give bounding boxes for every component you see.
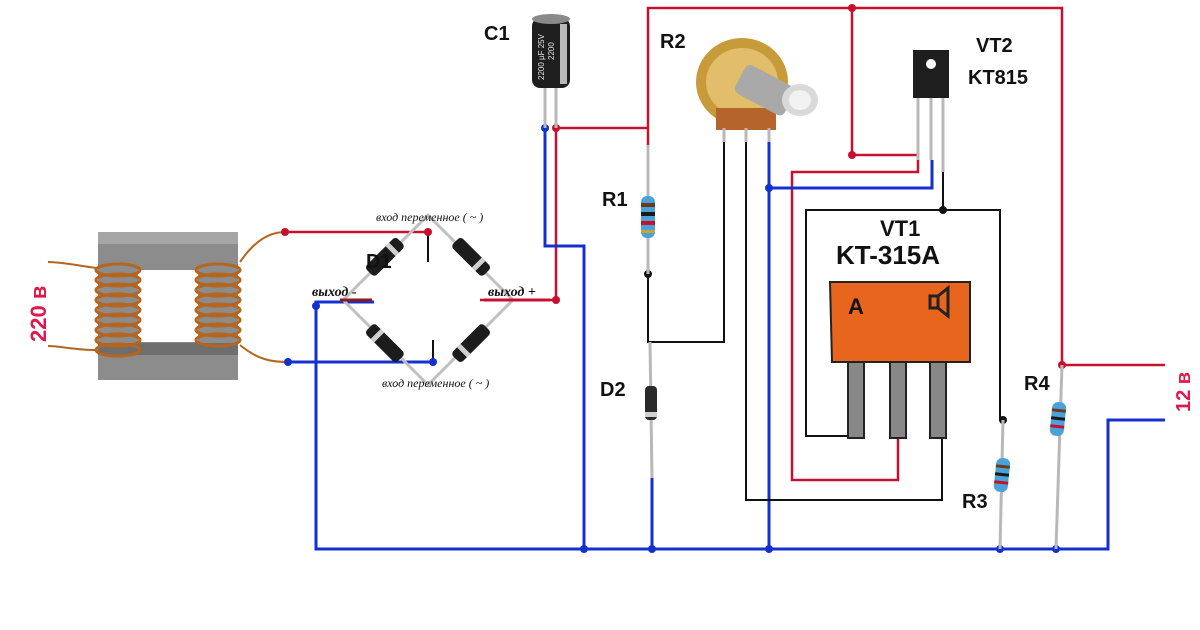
diode-bridge-diode <box>452 324 490 362</box>
c1-label: C1 <box>484 23 510 45</box>
transistor-vt2 <box>913 50 949 172</box>
secondary-coil <box>194 262 242 348</box>
transistor-vt1: A <box>828 281 971 439</box>
capacitor-c1: 2200 µF 25V 2200 <box>532 14 570 128</box>
speaker-icon <box>928 284 950 320</box>
output-plus-label: выход + <box>488 285 536 300</box>
vt1-part-label: KT-315A <box>836 240 940 270</box>
vt2-part-label: KT815 <box>968 67 1028 89</box>
negative-wires <box>288 128 1165 551</box>
r2-label: R2 <box>660 31 686 53</box>
diode-bridge-diode <box>366 324 404 362</box>
r1-label: R1 <box>602 189 628 211</box>
resistor-r4 <box>1049 364 1067 550</box>
potentiometer-r2 <box>696 38 818 142</box>
diode-bridge-diode <box>452 238 490 276</box>
vt1-label: VT1 <box>880 216 920 241</box>
secondary-lead-bottom <box>239 344 289 363</box>
d2-label: D2 <box>600 379 626 401</box>
resistor-r1 <box>641 145 655 274</box>
resistor-r3 <box>993 419 1011 550</box>
r4-label: R4 <box>1024 373 1050 395</box>
vt1-body-letter: A <box>848 294 864 319</box>
diode-bridge-diode <box>366 238 404 276</box>
transformer-core-window <box>138 270 198 342</box>
capacitor-print: 2200 µF 25V <box>537 33 546 80</box>
ac-input-top-label: вход переменное ( ~ ) <box>376 210 483 224</box>
signal-wires <box>427 140 1001 501</box>
ac-input-bottom-label: вход переменное ( ~ ) <box>382 376 489 390</box>
primary-coil <box>94 262 142 358</box>
diode-d2 <box>645 341 657 479</box>
capacitor-print-2: 2200 <box>547 42 556 60</box>
diode-bridge-d1 <box>340 213 550 387</box>
output-minus-label: выход - <box>312 285 357 300</box>
r3-label: R3 <box>962 491 988 513</box>
vt2-label: VT2 <box>976 35 1013 57</box>
secondary-lead-top <box>239 231 286 263</box>
input-voltage-label: 220 в <box>26 286 51 342</box>
primary-lead-bottom <box>47 345 97 351</box>
transformer <box>47 231 289 380</box>
primary-lead-top <box>47 261 97 269</box>
d1-label: D1 <box>366 251 392 273</box>
output-voltage-label: 12 в <box>1173 372 1195 412</box>
